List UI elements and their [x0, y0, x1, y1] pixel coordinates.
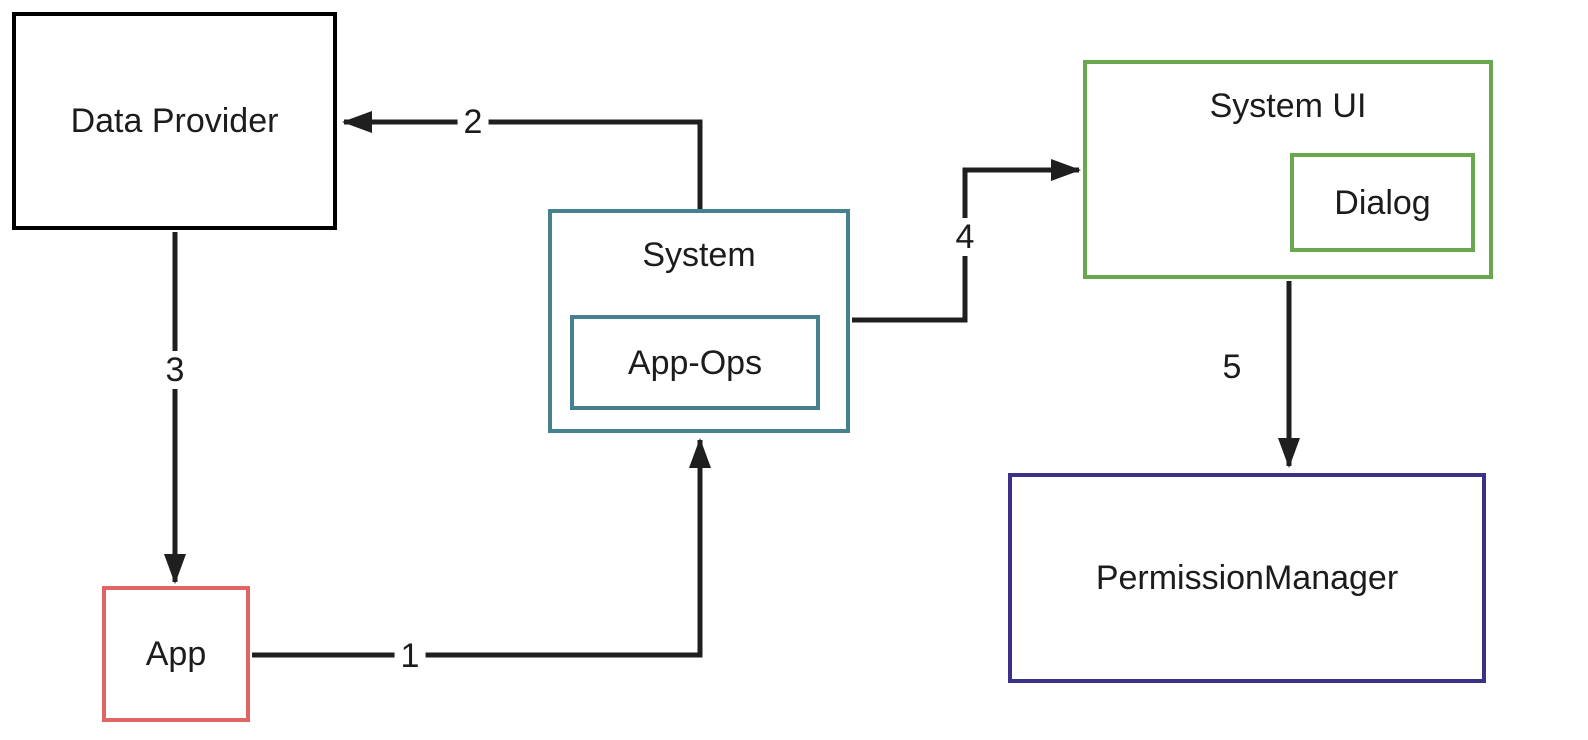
edge-4-label: 4 — [949, 218, 981, 256]
node-data-provider-label: Data Provider — [70, 102, 279, 140]
node-app-label: App — [145, 635, 207, 673]
node-app-ops: App-Ops — [570, 315, 820, 410]
node-dialog: Dialog — [1290, 153, 1475, 252]
node-app-ops-label: App-Ops — [627, 343, 763, 382]
node-permission-manager: PermissionManager — [1008, 473, 1486, 683]
node-system-ui-label: System UI — [1209, 87, 1367, 125]
node-system: System App-Ops — [548, 209, 850, 433]
edge-5-label: 5 — [1216, 348, 1248, 386]
node-permission-manager-label: PermissionManager — [1095, 559, 1399, 597]
node-data-provider: Data Provider — [12, 12, 337, 230]
edge-2-line — [342, 111, 703, 209]
node-app: App — [102, 586, 250, 722]
node-system-label: System — [642, 236, 756, 274]
edge-1-label: 1 — [394, 637, 426, 675]
node-dialog-label: Dialog — [1334, 183, 1431, 222]
node-system-ui: System UI Dialog — [1083, 60, 1493, 279]
edge-1-line — [252, 438, 711, 658]
edge-3-label: 3 — [159, 351, 191, 389]
edge-2-label: 2 — [457, 103, 489, 141]
